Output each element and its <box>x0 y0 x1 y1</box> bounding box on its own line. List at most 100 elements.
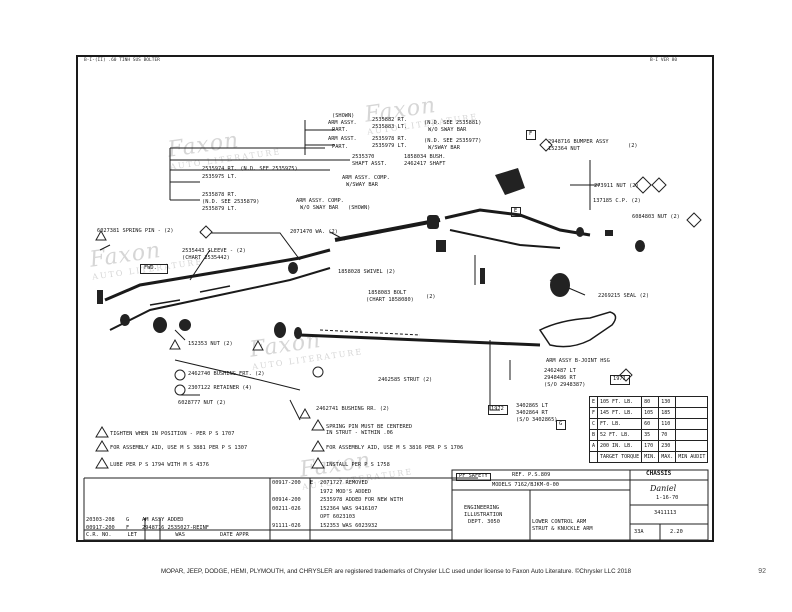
callout-bushing: 2462741 BUSHING RR. (2) <box>316 406 390 412</box>
flag-e: E <box>511 207 521 217</box>
callout-arm-asst: ARM ASSY. <box>328 120 357 126</box>
drawing-number: 3411113 <box>654 510 677 516</box>
callout-sleeve: (CHART 2535442) <box>182 255 230 261</box>
models: MODELS 7162/BJKM-0-00 <box>492 482 559 488</box>
callout-bumper-nut: 152364 NUT <box>548 146 580 152</box>
sheet-header-right: B-I VER 80 <box>650 58 678 63</box>
note-line: SPRING PIN MUST BE CENTERED IN STRUT - W… <box>326 424 413 436</box>
callout-note: SHAFT ASST. <box>352 161 388 167</box>
fwd-arrow-label: FWD. <box>140 264 168 274</box>
callout-nut: 6028777 NUT (2) <box>178 400 226 406</box>
dept: ILLUSTRATION <box>464 512 503 518</box>
note-line: FOR ASSEMBLY AID, USE M S 3816 PER P S 1… <box>326 445 464 451</box>
callout-arm-shown: (SHOWN) <box>332 113 355 119</box>
callout-bj: ARM ASSY B-JOINT HSG <box>546 358 610 364</box>
copyright-footer: MOPAR, JEEP, DODGE, HEMI, PLYMOUTH, and … <box>160 568 632 575</box>
column-heads: C.R. NO. LET WAS DATE APPR <box>86 532 249 538</box>
callout-bolt: 1858083 BOLT <box>368 290 407 296</box>
callout-note: (N.D. SEE 2535977) <box>424 138 482 144</box>
flag-g: G <box>556 420 566 430</box>
callout-note: ARM ASSY. COMP. <box>342 175 390 181</box>
callout-note: (N.D. SEE 2535881) <box>424 120 482 126</box>
note-line: TIGHTEN WHEN IN POSITION - PER P S 1707 <box>110 431 235 437</box>
signature: Daniel <box>650 484 677 493</box>
callout-bumper: 2948716 BUMPER ASSY <box>548 139 609 145</box>
part-number: 2535370 <box>352 154 375 160</box>
sheet-header-left: B-I-(II) .60 TINH SUS BOLTER <box>84 58 160 63</box>
page-number: 92 <box>758 568 766 575</box>
callout-arm-asst2: ARM ASST. <box>328 136 357 142</box>
callout-nut: 273911 NUT (2) <box>594 183 639 189</box>
part-number: 2535878 RT. <box>202 192 238 198</box>
part-number: 2535879 LT. <box>202 206 238 212</box>
drawing-sheet <box>76 55 714 542</box>
callout-qty: (2) <box>628 143 638 149</box>
callout-note: ARM ASSY. COMP. <box>296 198 344 204</box>
revision-row: OPT 6023103 <box>320 514 356 520</box>
callout-note: W/O SWAY BAR <box>300 205 339 211</box>
callout-qty: (2) <box>426 294 436 300</box>
callout-nut: 152353 NUT (2) <box>188 341 233 347</box>
part-number: 3402865 LT <box>516 403 548 409</box>
year-flag: 1972 <box>488 405 508 415</box>
note-line: FOR ASSEMBLY AID, USE M S 3881 PER P S 1… <box>110 445 248 451</box>
callout-bushing: 2462740 BUSHING FRT. (2) <box>188 371 265 377</box>
callout-note: W/SWAY BAR <box>346 182 378 188</box>
callout-part2: PART. <box>332 144 348 150</box>
flag-f: F <box>526 130 536 140</box>
page: 2.20 <box>670 529 683 535</box>
callout-bj: 2462487 LT <box>544 368 576 374</box>
part-number: 2535882 RT. <box>372 117 408 123</box>
note-line: LUBE PER P S 1794 WITH M S 4376 <box>110 462 209 468</box>
callout-note: W/O SWAY BAR <box>428 127 467 133</box>
desc: LOWER CONTROL ARM <box>532 519 587 525</box>
part-number: 2535974 RT. (N.D. SEE 2535975) <box>202 166 298 172</box>
callout-bj: 2948486 RT <box>544 375 576 381</box>
part-number: 2462417 SHAFT <box>404 161 446 167</box>
part-number: 2535979 LT. <box>372 143 408 149</box>
dept: DEPT. 3050 <box>468 519 500 525</box>
callout-bj: (S/O 2948387) <box>544 382 586 388</box>
chassis-title: CHASSIS <box>646 470 672 477</box>
callout-washer: 2071470 WA. (2) <box>290 229 338 235</box>
part-number: 2535883 LT. <box>372 124 408 130</box>
part-number: (S/O 3402865) <box>516 417 558 423</box>
callout-nut: 6084803 NUT (2) <box>632 214 680 220</box>
year-flag: 1971 <box>610 375 630 385</box>
callout-swivel: 1858028 SWIVEL (2) <box>338 269 396 275</box>
callout-bolt: (CHART 1858080) <box>366 297 414 303</box>
ref-spec: REF. P.S.809 <box>512 472 551 478</box>
callout-seal: 2269215 SEAL (2) <box>598 293 650 299</box>
desc: STRUT & KNUCKLE ARM <box>532 526 593 532</box>
dept: ENGINEERING <box>464 505 500 511</box>
date: 1-16-70 <box>656 495 679 501</box>
revision-row: 1972 MOD'S ADDED <box>320 488 372 495</box>
callout-spring-pin: 6027381 SPRING PIN - (2) <box>97 228 174 234</box>
callout-cp: 137185 C.P. (2) <box>593 198 641 204</box>
callout-sleeve: 2535443 SLEEVE - (2) <box>182 248 246 254</box>
callout-strut: 2462585 STRUT (2) <box>378 377 433 383</box>
section: 33A <box>634 529 644 535</box>
callout-part: PART. <box>332 127 348 133</box>
note-line: INSTALL PER P S 1758 <box>326 462 390 468</box>
part-number: (N.D. SEE 2535879) <box>202 199 260 205</box>
callout-note: W/SWAY BAR <box>428 145 460 151</box>
callout-note: (SHOWN) <box>348 205 371 211</box>
part-number: 2535975 LT. <box>202 174 238 180</box>
part-number: 3402864 RT <box>516 410 548 416</box>
callout-retainer: 2307122 RETAINER (4) <box>188 385 252 391</box>
part-number: 1858034 BUSH. <box>404 154 446 160</box>
